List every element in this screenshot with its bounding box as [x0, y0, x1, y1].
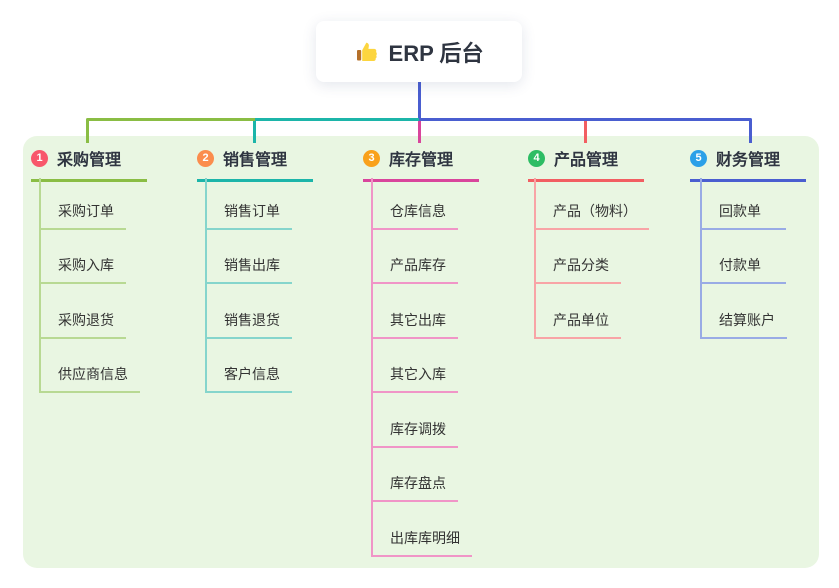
branch-subline: [700, 178, 702, 338]
branch-header-finance[interactable]: 5 财务管理: [690, 146, 806, 182]
branch-header-product[interactable]: 4 产品管理: [528, 146, 644, 182]
node-item[interactable]: 产品（物料）: [534, 201, 649, 230]
node-item[interactable]: 付款单: [700, 255, 786, 284]
node-item[interactable]: 供应商信息: [39, 364, 140, 393]
badge-3: 3: [363, 149, 380, 167]
node-item[interactable]: 结算账户: [700, 310, 787, 339]
branch-label: 销售管理: [223, 152, 288, 169]
node-item[interactable]: 销售订单: [205, 201, 292, 230]
node-item[interactable]: 产品库存: [371, 255, 458, 284]
node-item[interactable]: 产品单位: [534, 310, 621, 339]
node-item[interactable]: 其它入库: [371, 364, 458, 393]
branch-subline: [205, 178, 207, 393]
badge-5: 5: [690, 149, 707, 167]
branch-header-inventory[interactable]: 3 库存管理: [363, 146, 479, 182]
branch-sales: 2 销售管理 销售订单 销售出库 销售退货 客户信息: [197, 146, 385, 393]
node-item[interactable]: 其它出库: [371, 310, 458, 339]
branch-inventory: 3 库存管理 仓库信息 产品库存 其它出库 其它入库 库存调拨 库存盘点 出库库…: [363, 146, 551, 557]
branch-subline: [534, 178, 536, 338]
branch-subline: [39, 178, 41, 393]
node-item[interactable]: 采购订单: [39, 201, 126, 230]
branch-finance: 5 财务管理 回款单 付款单 结算账户: [690, 146, 839, 339]
node-item[interactable]: 销售退货: [205, 310, 292, 339]
node-item[interactable]: 仓库信息: [371, 201, 458, 230]
branch-header-purchase[interactable]: 1 采购管理: [31, 146, 147, 182]
branch-header-sales[interactable]: 2 销售管理: [197, 146, 313, 182]
node-item[interactable]: 库存盘点: [371, 473, 458, 502]
branch-label: 库存管理: [389, 152, 454, 169]
node-item[interactable]: 采购入库: [39, 255, 126, 284]
node-item[interactable]: 库存调拨: [371, 419, 458, 448]
node-item[interactable]: 销售出库: [205, 255, 292, 284]
branch-label: 财务管理: [716, 152, 781, 169]
branch-product: 4 产品管理 产品（物料） 产品分类 产品单位: [528, 146, 714, 339]
root-node[interactable]: ERP 后台: [316, 21, 522, 82]
node-item[interactable]: 产品分类: [534, 255, 621, 284]
badge-4: 4: [528, 149, 545, 167]
branch-items: 仓库信息 产品库存 其它出库 其它入库 库存调拨 库存盘点 出库库明细: [371, 175, 472, 557]
branch-items: 产品（物料） 产品分类 产品单位: [534, 175, 649, 339]
badge-2: 2: [197, 149, 214, 167]
connector-root-finance: [418, 82, 752, 143]
branch-items: 回款单 付款单 结算账户: [700, 175, 787, 339]
branch-items: 销售订单 销售出库 销售退货 客户信息: [205, 175, 292, 393]
root-node-label: ERP 后台: [388, 40, 484, 66]
branch-subline: [371, 178, 373, 556]
branch-label: 产品管理: [554, 152, 619, 169]
thumbs-up-icon: [355, 40, 379, 64]
branch-items: 采购订单 采购入库 采购退货 供应商信息: [39, 175, 140, 393]
node-item[interactable]: 回款单: [700, 201, 786, 230]
node-item[interactable]: 客户信息: [205, 364, 292, 393]
node-item[interactable]: 出库库明细: [371, 528, 472, 557]
branches-panel: [23, 136, 819, 568]
branch-purchase: 1 采购管理 采购订单 采购入库 采购退货 供应商信息: [31, 146, 219, 393]
badge-1: 1: [31, 149, 48, 167]
node-item[interactable]: 采购退货: [39, 310, 126, 339]
branch-label: 采购管理: [57, 152, 122, 169]
